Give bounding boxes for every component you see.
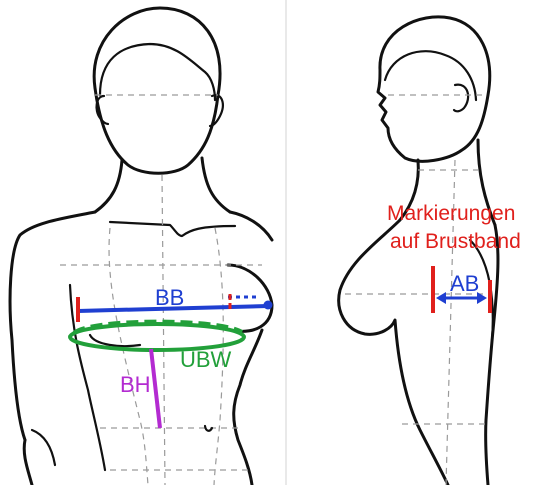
bb-end-point bbox=[264, 301, 273, 310]
front-centre-line bbox=[162, 175, 165, 485]
bb-label: BB bbox=[155, 285, 184, 310]
front-left-arm-fold bbox=[32, 430, 55, 465]
side-torso-back bbox=[486, 225, 498, 485]
front-right-torso bbox=[234, 330, 262, 485]
front-head-outline bbox=[94, 8, 220, 173]
side-ear bbox=[454, 85, 468, 112]
ubw-label: UBW bbox=[180, 347, 232, 372]
bh-label: BH bbox=[120, 372, 151, 397]
front-left-shoulder bbox=[10, 212, 95, 440]
side-torso-front bbox=[339, 220, 448, 485]
front-princess-left bbox=[109, 228, 148, 485]
front-neck-left bbox=[95, 160, 122, 212]
front-navel bbox=[205, 426, 212, 431]
annotation-line-1: Markierungen bbox=[387, 202, 515, 225]
front-measurements: BB UBW BH bbox=[70, 285, 273, 428]
front-bust-right bbox=[228, 265, 272, 331]
front-bust-left bbox=[90, 335, 140, 346]
front-figure bbox=[10, 8, 272, 485]
side-hairline bbox=[385, 51, 476, 100]
front-right-shoulder bbox=[230, 212, 272, 240]
front-hairline bbox=[100, 44, 215, 100]
ab-label: AB bbox=[450, 271, 479, 296]
front-collar bbox=[110, 222, 235, 236]
front-left-arm-inner bbox=[24, 440, 32, 485]
front-neck-right bbox=[202, 158, 230, 212]
side-head-outline bbox=[378, 17, 490, 161]
bh-line bbox=[151, 349, 160, 428]
side-measurements: AB Markierungen auf Brustband bbox=[387, 202, 521, 313]
annotation-line-2: auf Brustband bbox=[390, 230, 521, 253]
